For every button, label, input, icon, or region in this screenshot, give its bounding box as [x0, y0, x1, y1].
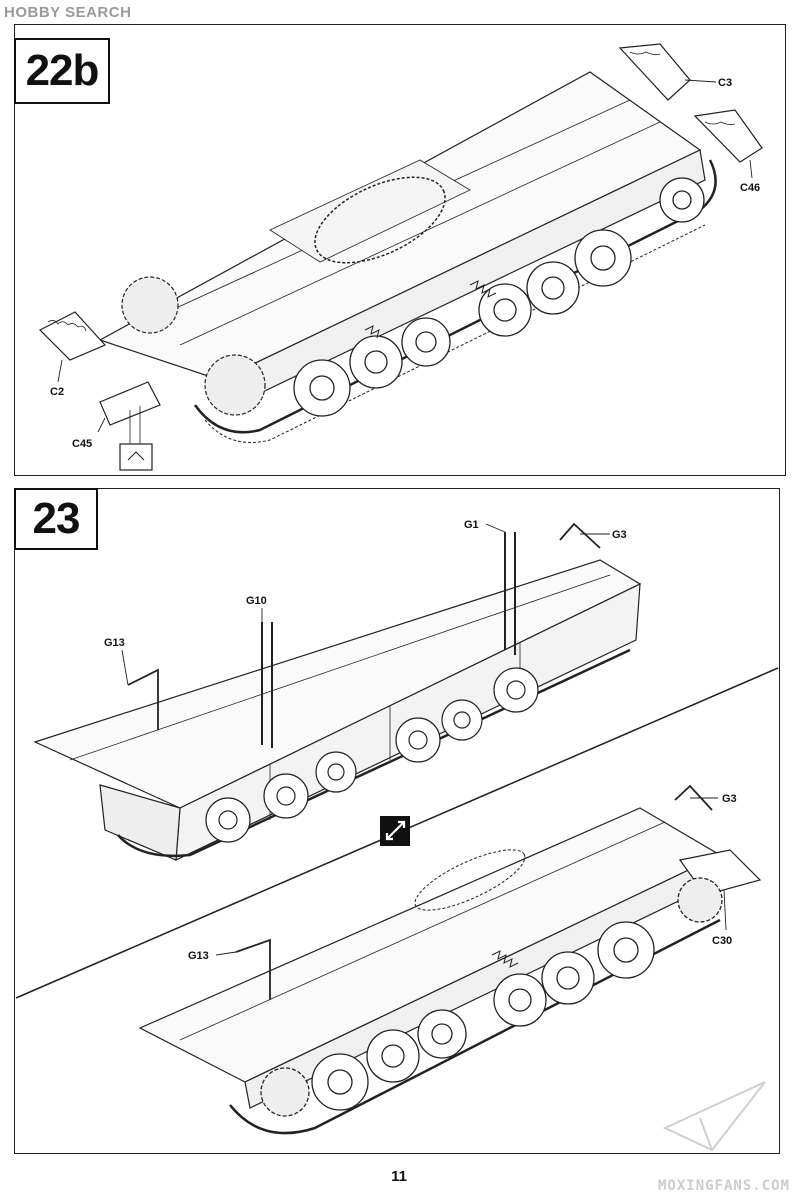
callout-g3-lower: G3: [722, 793, 737, 805]
callout-g3-upper: G3: [612, 529, 627, 541]
callout-c30: C30: [712, 935, 732, 947]
callout-c3: C3: [718, 77, 732, 89]
leader-lines-23: [121, 523, 727, 956]
paper-plane-watermark: [662, 1081, 766, 1152]
part-c2: [38, 311, 107, 361]
leader-lines-22b: [57, 79, 753, 433]
callout-c2: C2: [50, 386, 64, 398]
part-c45: [99, 381, 161, 471]
hull-22b-drawing: [98, 71, 717, 443]
hobby-search-watermark: HOBBY SEARCH: [4, 4, 132, 21]
step-number-22b: 22b: [14, 38, 110, 104]
rotate-view-icon: [380, 816, 410, 846]
callout-g1: G1: [464, 519, 479, 531]
page-number: 11: [391, 1168, 407, 1185]
callout-c46: C46: [740, 182, 760, 194]
callout-c45: C45: [72, 438, 92, 450]
callout-g10: G10: [246, 595, 267, 607]
hull-23-lower-drawing: [138, 784, 762, 1135]
callout-g13-upper: G13: [104, 637, 125, 649]
step-number-23: 23: [14, 488, 98, 550]
moxingfans-watermark: MOXINGFANS.COM: [657, 1178, 790, 1194]
hull-23-upper-drawing: [33, 522, 642, 861]
callout-g13-lower: G13: [188, 950, 209, 962]
part-c46: [693, 109, 763, 163]
part-c3: [618, 43, 691, 101]
